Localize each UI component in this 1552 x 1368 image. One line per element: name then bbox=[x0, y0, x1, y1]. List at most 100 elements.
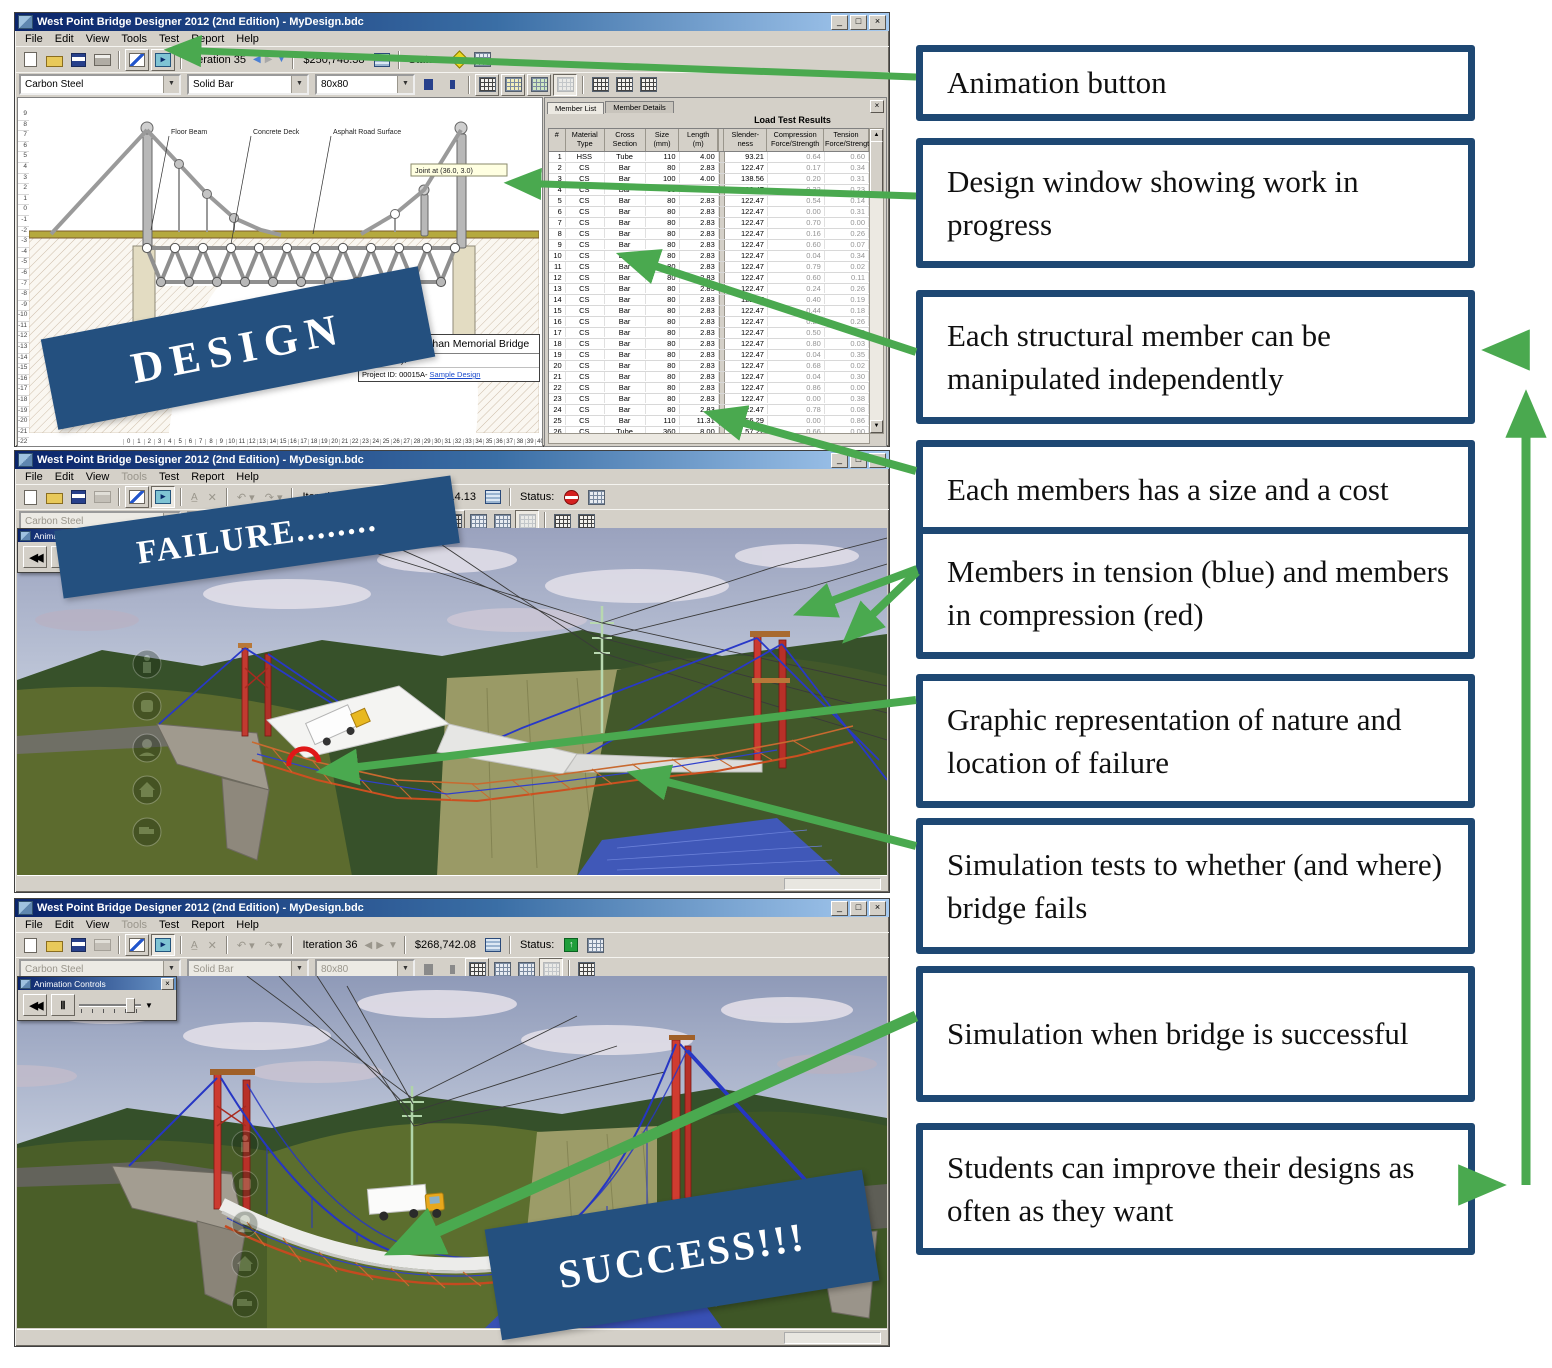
tab-member-list[interactable]: Member List bbox=[547, 102, 605, 114]
cost-calculator-button[interactable] bbox=[482, 935, 504, 955]
open-button[interactable] bbox=[43, 935, 65, 955]
open-button[interactable] bbox=[43, 487, 65, 507]
size-combo[interactable]: 80x80▼ bbox=[315, 74, 415, 95]
menu-report[interactable]: Report bbox=[191, 918, 225, 931]
menu-file[interactable]: File bbox=[25, 918, 43, 931]
material-combo[interactable]: Carbon Steel▼ bbox=[19, 74, 181, 95]
column-header[interactable]: Material Type bbox=[566, 129, 605, 151]
menu-edit[interactable]: Edit bbox=[54, 32, 74, 45]
status-warning-icon[interactable] bbox=[450, 50, 469, 69]
cable-joints[interactable] bbox=[174, 159, 400, 223]
save-button[interactable] bbox=[67, 50, 89, 70]
grid-large-button[interactable] bbox=[637, 75, 659, 95]
load-test-grid-button[interactable] bbox=[472, 50, 494, 70]
increase-size-button[interactable] bbox=[417, 75, 439, 95]
right-tower-top-joint[interactable] bbox=[454, 121, 468, 135]
rewind-button[interactable]: ◀◀ bbox=[23, 546, 47, 568]
new-button[interactable] bbox=[19, 487, 41, 507]
scroll-thumb[interactable] bbox=[870, 141, 883, 195]
left-tower[interactable] bbox=[142, 133, 153, 249]
menu-help[interactable]: Help bbox=[236, 470, 259, 483]
main-cable[interactable] bbox=[49, 128, 463, 237]
view-blank-button[interactable] bbox=[515, 510, 539, 532]
design-mode-button[interactable] bbox=[125, 934, 149, 956]
new-button[interactable] bbox=[19, 50, 41, 70]
menu-view[interactable]: View bbox=[85, 470, 110, 483]
view-truss-button[interactable] bbox=[475, 73, 499, 96]
right-tower[interactable] bbox=[456, 133, 467, 249]
palette-titlebar[interactable]: Animation Controls × bbox=[18, 977, 176, 990]
title-bar[interactable]: West Point Bridge Designer 2012 (2nd Edi… bbox=[15, 899, 889, 917]
new-button[interactable] bbox=[19, 935, 41, 955]
iteration-dropdown-icon[interactable]: ▼ bbox=[276, 54, 287, 65]
cost-calculator-button[interactable] bbox=[482, 487, 504, 507]
vertical-scrollbar[interactable]: ▲ ▼ bbox=[869, 128, 884, 434]
column-header[interactable]: Size (mm) bbox=[646, 129, 680, 151]
nav-ghost-icons[interactable] bbox=[132, 649, 162, 847]
animation-button[interactable]: ▸ bbox=[151, 486, 175, 508]
forward-iteration-icon[interactable]: ▶ bbox=[264, 54, 273, 65]
maximize-button[interactable]: □ bbox=[850, 900, 867, 916]
load-test-grid-button[interactable] bbox=[585, 487, 607, 507]
title-bar[interactable]: West Point Bridge Designer 2012 (2nd Edi… bbox=[15, 451, 889, 469]
menu-help[interactable]: Help bbox=[236, 32, 259, 45]
print-button[interactable] bbox=[91, 50, 113, 70]
design-mode-button[interactable] bbox=[125, 48, 149, 71]
column-header[interactable]: Compression Force/Strength bbox=[767, 129, 824, 151]
slider-dropdown-icon[interactable]: ▼ bbox=[145, 1000, 153, 1010]
close-button[interactable]: × bbox=[869, 452, 886, 468]
minimize-button[interactable]: _ bbox=[831, 452, 848, 468]
maximize-button[interactable]: □ bbox=[850, 14, 867, 30]
animation-button[interactable]: ▸ bbox=[151, 934, 175, 956]
rewind-button[interactable]: ◀◀ bbox=[23, 994, 47, 1016]
close-button[interactable]: × bbox=[869, 14, 886, 30]
save-button[interactable] bbox=[67, 935, 89, 955]
menu-view[interactable]: View bbox=[85, 918, 110, 931]
menu-test[interactable]: Test bbox=[159, 470, 180, 483]
maximize-button[interactable]: □ bbox=[850, 452, 867, 468]
menu-help[interactable]: Help bbox=[236, 918, 259, 931]
view-blank-button[interactable] bbox=[539, 958, 563, 980]
menu-report[interactable]: Report bbox=[191, 32, 225, 45]
grid-medium-button[interactable] bbox=[613, 75, 635, 95]
view-grid-button[interactable] bbox=[467, 511, 489, 531]
menu-test[interactable]: Test bbox=[159, 32, 180, 45]
close-icon[interactable]: × bbox=[161, 977, 174, 990]
back-iteration-icon[interactable]: ◀ bbox=[253, 54, 261, 65]
right-post[interactable] bbox=[420, 193, 429, 237]
design-mode-button[interactable] bbox=[125, 486, 149, 508]
view-green-grid-button[interactable] bbox=[527, 73, 551, 96]
horizontal-scrollbar[interactable] bbox=[548, 433, 870, 444]
column-header[interactable]: Length (m) bbox=[679, 129, 719, 151]
animation-button[interactable]: ▸ bbox=[151, 48, 175, 71]
minimize-button[interactable]: _ bbox=[831, 900, 848, 916]
scroll-down-icon[interactable]: ▼ bbox=[870, 420, 883, 433]
grid-small-button[interactable] bbox=[575, 959, 597, 979]
tab-member-details[interactable]: Member Details bbox=[605, 101, 674, 113]
column-header[interactable]: # bbox=[549, 129, 566, 151]
menu-edit[interactable]: Edit bbox=[54, 918, 74, 931]
menu-file[interactable]: File bbox=[25, 470, 43, 483]
close-icon[interactable]: × bbox=[870, 100, 884, 113]
view-grid-button[interactable] bbox=[501, 73, 525, 96]
cost-calculator-button[interactable] bbox=[371, 50, 393, 70]
